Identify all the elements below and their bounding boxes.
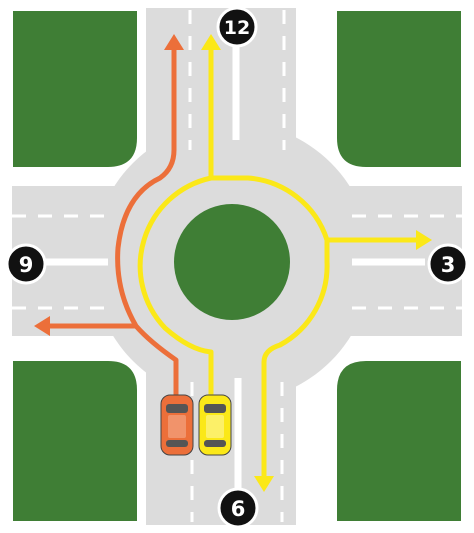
exit-badge-north: 12: [216, 6, 258, 48]
yellow-arrowhead-south: [254, 476, 274, 492]
exit-label-south: 6: [231, 497, 246, 521]
exit-badge-west: 9: [5, 243, 47, 285]
exit-label-north: 12: [224, 17, 250, 39]
orange-arrowhead-west: [34, 316, 50, 336]
exit-badge-east-circle: [427, 243, 469, 285]
central-island: [174, 204, 290, 320]
exit-badge-south: 6: [217, 487, 259, 529]
yellow-car-rear-window: [204, 440, 226, 447]
yellow-car: [198, 394, 232, 456]
grass-bottom-right: [335, 359, 463, 523]
exit-badge-east: 3: [427, 243, 469, 285]
orange-car: [160, 394, 194, 456]
lane-markings: [12, 10, 462, 522]
grass-areas: [11, 9, 463, 523]
yellow-route: [137, 45, 421, 479]
grass-bottom-left: [11, 359, 139, 523]
yellow-route-ring: [137, 175, 330, 479]
exit-badge-west-circle: [5, 243, 47, 285]
yellow-car-windshield: [204, 404, 226, 413]
orange-route-path: [45, 45, 179, 401]
yellow-arrowhead-east: [416, 230, 432, 250]
orange-route: [45, 45, 179, 401]
orange-arrowhead-north: [164, 34, 184, 50]
yellow-arrowhead-north: [201, 34, 221, 50]
exit-label-east: 3: [441, 253, 456, 277]
orange-car-rear-window: [166, 440, 188, 447]
yellow-car-roof: [206, 415, 224, 438]
orange-car-roof: [168, 415, 186, 438]
grass-top-right: [335, 9, 463, 169]
exit-badge-north-circle: [216, 6, 258, 48]
orange-car-windshield: [166, 404, 188, 413]
exit-badge-south-circle: [217, 487, 259, 529]
grass-top-left: [11, 9, 139, 169]
exit-label-west: 9: [19, 253, 34, 277]
